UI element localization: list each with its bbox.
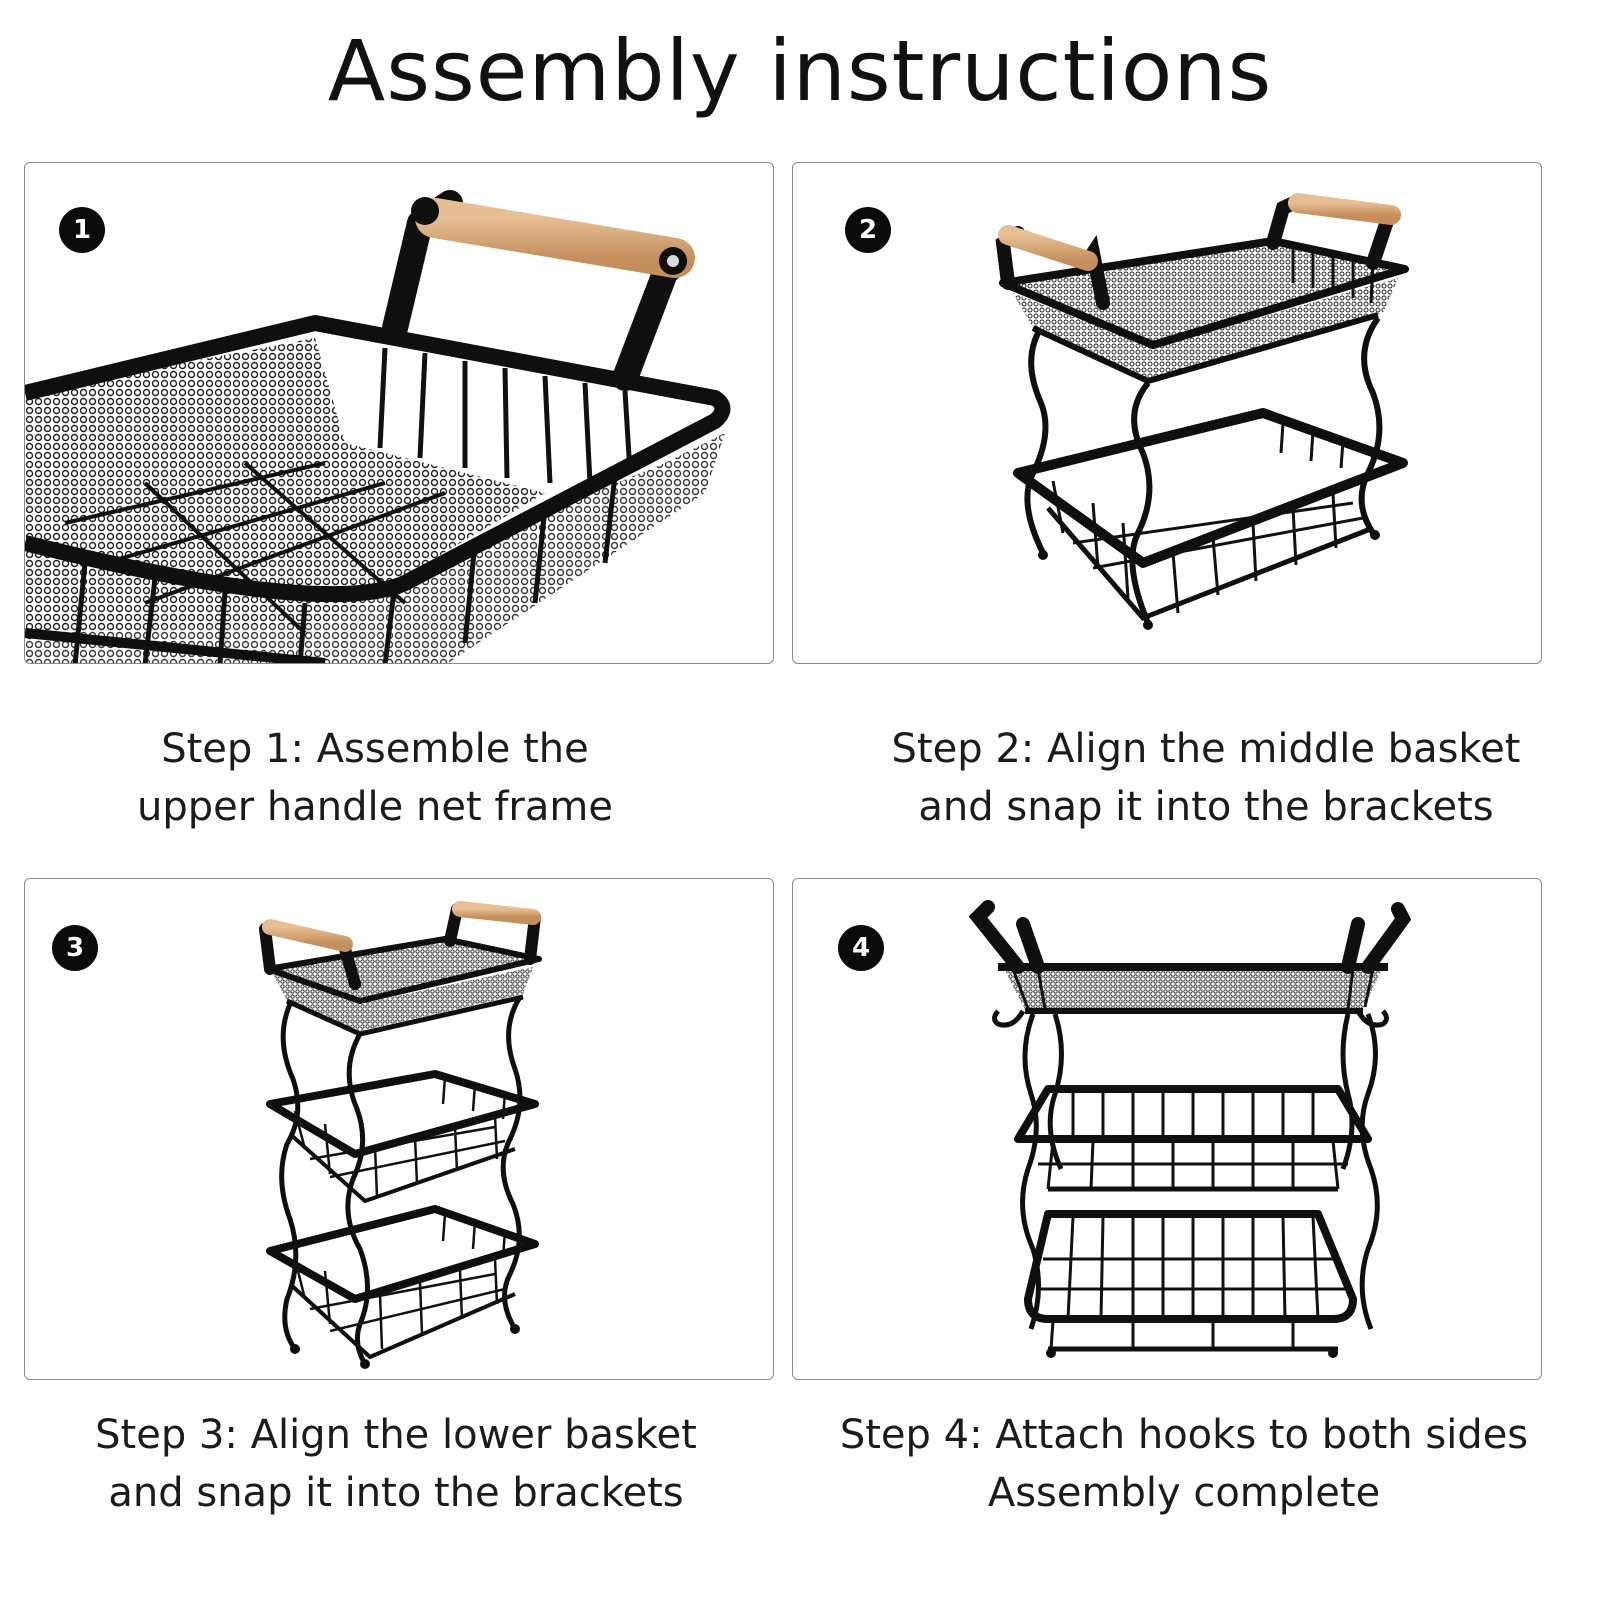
caption-line: upper handle net frame — [137, 784, 613, 830]
step-1-image-panel: 1 — [24, 162, 774, 664]
caption-line: Assembly complete — [987, 1470, 1381, 1516]
caption-line: and snap it into the brackets — [108, 1470, 684, 1516]
caption-line: Step 3: Align the lower basket — [95, 1412, 697, 1458]
step-1-caption: Step 1: Assemble the upper handle net fr… — [0, 720, 750, 836]
completed-basket-with-hooks-illustration — [968, 900, 1412, 1358]
step-number-badge: 2 — [845, 207, 891, 253]
caption-line: Step 1: Assemble the — [161, 726, 589, 772]
step-4-image-panel: 4 — [792, 878, 1542, 1380]
step-2-image-panel: 2 — [792, 162, 1542, 664]
step-number-badge: 1 — [59, 207, 105, 253]
step-3-caption: Step 3: Align the lower basket and snap … — [6, 1406, 786, 1522]
caption-line: Step 2: Align the middle basket — [891, 726, 1521, 772]
net-basket-closeup-illustration — [25, 190, 731, 663]
step-number-badge: 4 — [838, 925, 884, 971]
page-title: Assembly instructions — [327, 22, 1273, 120]
three-tier-basket-illustration — [259, 901, 542, 1369]
step-number-badge: 3 — [52, 925, 98, 971]
caption-line: Step 4: Attach hooks to both sides — [839, 1412, 1529, 1458]
step-2-caption: Step 2: Align the middle basket and snap… — [816, 720, 1596, 836]
caption-line: and snap it into the brackets — [918, 784, 1494, 830]
step-3-image-panel: 3 — [24, 878, 774, 1380]
two-tier-basket-illustration — [995, 193, 1409, 630]
step-4-caption: Step 4: Attach hooks to both sides Assem… — [794, 1406, 1574, 1522]
